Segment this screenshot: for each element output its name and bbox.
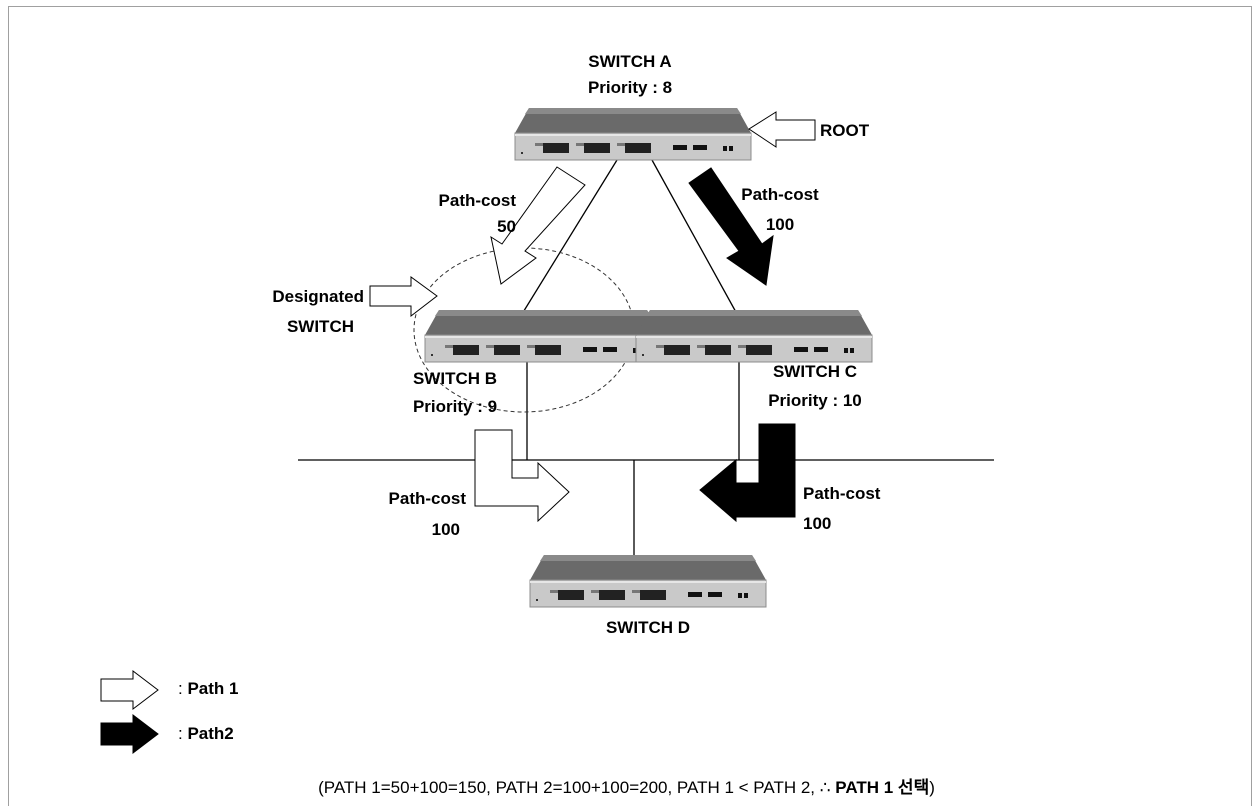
path-cost-cd-label: Path-cost bbox=[803, 484, 881, 503]
formula-text: (PATH 1=50+100=150, PATH 2=100+100=200, … bbox=[318, 778, 836, 797]
switch-c-name: SWITCH C bbox=[772, 362, 858, 381]
path-cost-bd-value: 100 bbox=[431, 520, 460, 539]
path-cost-ab-value: 50 bbox=[497, 217, 516, 236]
switch-a-device bbox=[514, 107, 752, 161]
switch-c-device bbox=[635, 309, 873, 363]
root-arrow bbox=[748, 111, 816, 148]
legend-path1: : Path 1 bbox=[178, 679, 238, 699]
diagram-frame bbox=[8, 6, 1252, 806]
path-formula: (PATH 1=50+100=150, PATH 2=100+100=200, … bbox=[0, 773, 1253, 798]
formula-result: PATH 1 선택 bbox=[835, 778, 930, 797]
legend-path2-arrow bbox=[100, 713, 159, 755]
path-cost-ab-label: Path-cost bbox=[438, 191, 516, 210]
path-cost-ac-label: Path-cost bbox=[741, 185, 819, 204]
path1-arrow-b-d bbox=[474, 429, 570, 523]
legend-path1-label: Path 1 bbox=[187, 679, 239, 698]
switch-d-device bbox=[529, 554, 767, 608]
designated-label-line2: SWITCH bbox=[286, 317, 354, 336]
path1-arrow-a-b bbox=[490, 166, 586, 285]
legend-path2-label: Path2 bbox=[187, 724, 234, 743]
switch-b-device bbox=[424, 309, 662, 363]
link-lines bbox=[298, 159, 994, 556]
legend-path2-prefix: : bbox=[178, 724, 188, 743]
switch-b-name: SWITCH B bbox=[412, 369, 498, 388]
switch-a-priority: Priority : 8 bbox=[587, 78, 673, 97]
legend-path2: : Path2 bbox=[178, 724, 234, 744]
path-cost-cd-value: 100 bbox=[803, 514, 832, 533]
designated-label-line1: Designated bbox=[272, 287, 364, 306]
designated-arrow bbox=[369, 276, 438, 318]
switch-d-name: SWITCH D bbox=[605, 618, 691, 637]
switch-c-priority: Priority : 10 bbox=[768, 391, 862, 410]
switch-a-name: SWITCH A bbox=[588, 52, 672, 71]
legend-path1-prefix: : bbox=[178, 679, 188, 698]
link-a-b bbox=[521, 159, 618, 315]
root-label: ROOT bbox=[820, 121, 870, 140]
formula-close: ) bbox=[929, 778, 935, 797]
path-cost-bd-label: Path-cost bbox=[388, 489, 466, 508]
link-a-c bbox=[651, 159, 738, 315]
legend-path1-arrow bbox=[100, 669, 159, 711]
path-cost-ac-value: 100 bbox=[765, 215, 795, 234]
path2-arrow-c-d bbox=[699, 423, 796, 523]
path2-arrow-a-c bbox=[688, 167, 774, 286]
switch-b-priority: Priority : 9 bbox=[412, 397, 498, 416]
